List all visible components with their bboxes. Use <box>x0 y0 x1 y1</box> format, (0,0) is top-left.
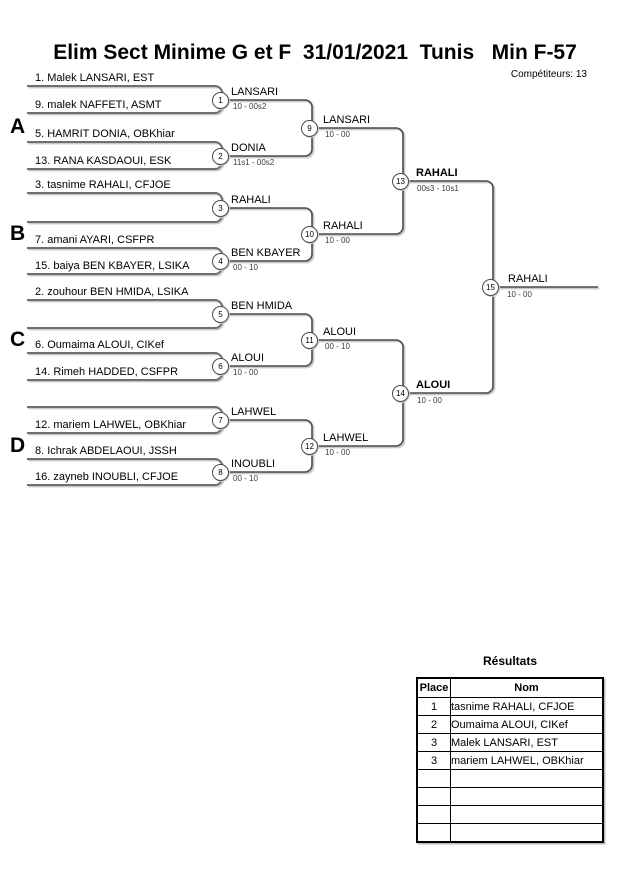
result-name-cell <box>450 805 604 824</box>
result-name-cell: tasnime RAHALI, CFJOE <box>450 697 604 716</box>
pool-label-d: D <box>10 434 26 457</box>
final-score: 10 - 00 <box>507 290 532 299</box>
seed-entry: 16. zayneb INOUBLI, CFJOE <box>35 471 179 483</box>
result-name-cell: Malek LANSARI, EST <box>450 733 604 752</box>
results-row <box>416 787 604 806</box>
match-score: 10 - 00 <box>325 130 350 139</box>
seed-entry: 9. malek NAFFETI, ASMT <box>35 99 162 111</box>
results-title: Résultats <box>482 654 538 668</box>
match-number-badge: 6 <box>212 358 229 375</box>
seed-entry: 1. Malek LANSARI, EST <box>35 72 155 84</box>
match-score: 10 - 00 <box>325 448 350 457</box>
seed-entry: 13. RANA KASDAOUI, ESK <box>35 155 172 167</box>
result-name-cell: Oumaima ALOUI, CIKef <box>450 715 604 734</box>
results-row <box>416 769 604 788</box>
match-winner-name: BEN HMIDA <box>231 300 293 312</box>
seed-entry: 15. baiya BEN KBAYER, LSIKA <box>35 260 190 272</box>
results-table: Place Nom 1 tasnime RAHALI, CFJOE 2 Ouma… <box>416 677 604 843</box>
match-number-badge: 15 <box>482 279 499 296</box>
competitors-count: Compétiteurs: 13 <box>510 69 587 80</box>
seed-entry: 14. Rimeh HADDED, CSFPR <box>35 366 179 378</box>
match-winner-name: INOUBLI <box>231 458 276 470</box>
match-number-badge: 14 <box>392 385 409 402</box>
match-winner-name: RAHALI <box>231 194 271 206</box>
match-winner-name: ALOUI <box>323 326 357 338</box>
match-score: 00 - 10 <box>233 474 258 483</box>
match-number-badge: 2 <box>212 148 229 165</box>
result-name-cell <box>450 769 604 788</box>
match-score: 10 - 00s2 <box>233 102 267 111</box>
result-place-cell <box>416 769 451 788</box>
match-winner-name: ALOUI <box>416 379 451 391</box>
final-winner-name: RAHALI <box>508 273 548 285</box>
match-winner-name: BEN KBAYER <box>231 247 301 259</box>
match-number-badge: 12 <box>301 438 318 455</box>
match-number-badge: 1 <box>212 92 229 109</box>
match-winner-name: LANSARI <box>323 114 371 126</box>
match-winner-name: RAHALI <box>323 220 363 232</box>
pool-label-a: A <box>10 115 26 138</box>
match-number-badge: 4 <box>212 253 229 270</box>
page-title: Elim Sect Minime G et F 31/01/2021 Tunis… <box>53 41 577 64</box>
match-winner-name: RAHALI <box>416 167 458 179</box>
match-number-badge: 10 <box>301 226 318 243</box>
match-number-badge: 7 <box>212 412 229 429</box>
match-number-badge: 9 <box>301 120 318 137</box>
match-number-badge: 13 <box>392 173 409 190</box>
result-place-cell: 3 <box>416 751 451 770</box>
match-winner-name: DONIA <box>231 142 266 154</box>
pool-label-c: C <box>10 328 26 351</box>
match-winner-name: LAHWEL <box>323 432 369 444</box>
result-place-cell <box>416 787 451 806</box>
results-row <box>416 805 604 824</box>
result-place-cell: 2 <box>416 715 451 734</box>
match-score: 10 - 00 <box>417 396 442 405</box>
match-number-badge: 11 <box>301 332 318 349</box>
result-place-cell <box>416 805 451 824</box>
match-score: 00 - 10 <box>233 263 258 272</box>
results-row <box>416 823 604 843</box>
results-row: 3 mariem LAHWEL, OBKhiar <box>416 751 604 770</box>
match-score: 00s3 - 10s1 <box>417 184 459 193</box>
results-header-row: Place Nom <box>416 677 604 698</box>
match-score: 10 - 00 <box>325 236 350 245</box>
match-number-badge: 8 <box>212 464 229 481</box>
result-place-cell: 3 <box>416 733 451 752</box>
seed-entry: 6. Oumaima ALOUI, CIKef <box>35 339 164 351</box>
result-place-cell <box>416 823 451 843</box>
seed-entry: 5. HAMRIT DONIA, OBKhiar <box>35 128 175 140</box>
pool-label-b: B <box>10 222 26 245</box>
result-name-cell <box>450 787 604 806</box>
seed-entry: 12. mariem LAHWEL, OBKhiar <box>35 419 186 431</box>
results-row: 1 tasnime RAHALI, CFJOE <box>416 697 604 716</box>
result-name-cell <box>450 823 604 843</box>
match-score: 00 - 10 <box>325 342 350 351</box>
result-name-cell: mariem LAHWEL, OBKhiar <box>450 751 604 770</box>
results-row: 2 Oumaima ALOUI, CIKef <box>416 715 604 734</box>
results-header-nom: Nom <box>450 677 604 698</box>
result-place-cell: 1 <box>416 697 451 716</box>
match-number-badge: 5 <box>212 306 229 323</box>
seed-entry: 7. amani AYARI, CSFPR <box>35 234 155 246</box>
results-row: 3 Malek LANSARI, EST <box>416 733 604 752</box>
match-number-badge: 3 <box>212 200 229 217</box>
seed-entry: 2. zouhour BEN HMIDA, LSIKA <box>35 286 189 298</box>
match-winner-name: LAHWEL <box>231 406 277 418</box>
seed-entry: 8. Ichrak ABDELAOUI, JSSH <box>35 445 177 457</box>
match-score: 11s1 - 00s2 <box>233 158 275 167</box>
match-winner-name: ALOUI <box>231 352 265 364</box>
results-header-place: Place <box>416 677 451 698</box>
match-winner-name: LANSARI <box>231 86 279 98</box>
seed-entry: 3. tasnime RAHALI, CFJOE <box>35 179 171 191</box>
match-score: 10 - 00 <box>233 368 258 377</box>
